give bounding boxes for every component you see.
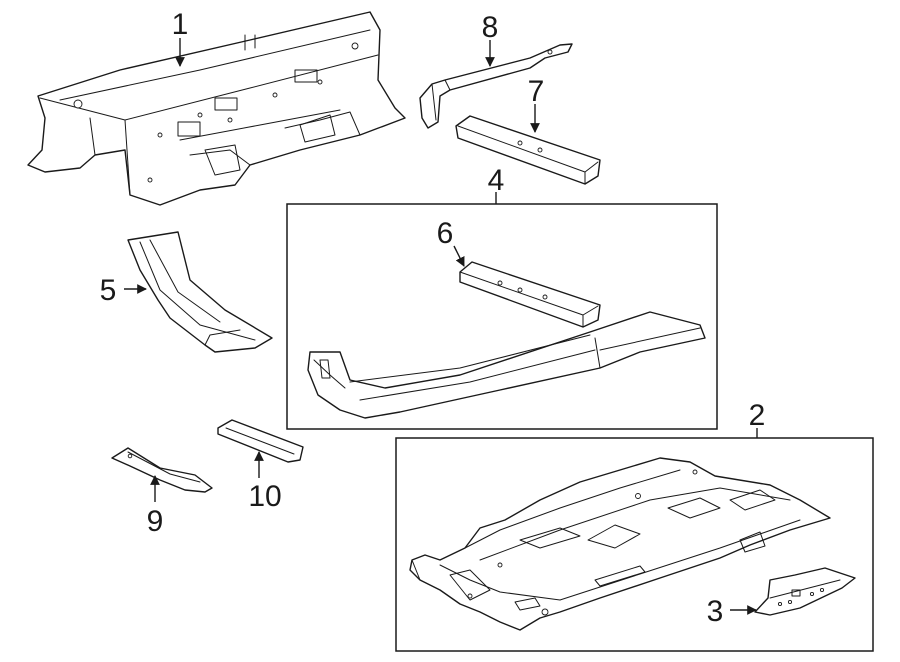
part-7-cross-member[interactable]	[455, 115, 601, 185]
callout-6[interactable]: 6	[437, 217, 454, 250]
part-1-dash-panel[interactable]	[27, 11, 406, 206]
part-2-floor-pan[interactable]	[409, 457, 831, 631]
callout-8[interactable]: 8	[482, 11, 499, 44]
callout-5[interactable]: 5	[100, 274, 117, 307]
part-4-floor-rail[interactable]	[307, 311, 706, 419]
part-9-bracket[interactable]	[111, 447, 213, 493]
leader-6	[453, 245, 465, 267]
callout-10[interactable]: 10	[248, 480, 281, 513]
part-8-reinforcement-bar[interactable]	[419, 43, 573, 129]
group-box-4	[286, 203, 718, 430]
callout-7[interactable]: 7	[528, 75, 545, 108]
part-6-cross-member[interactable]	[459, 261, 601, 328]
part-5-tunnel-reinforcement[interactable]	[127, 231, 273, 353]
callout-9[interactable]: 9	[147, 505, 164, 538]
callout-1[interactable]: 1	[172, 8, 189, 41]
callout-2[interactable]: 2	[749, 399, 766, 432]
group-box-2	[395, 437, 874, 652]
callout-3[interactable]: 3	[707, 595, 724, 628]
callout-4[interactable]: 4	[488, 164, 505, 197]
part-10-bracket-plate[interactable]	[217, 419, 304, 463]
part-3-floor-reinforcement[interactable]	[754, 567, 856, 616]
